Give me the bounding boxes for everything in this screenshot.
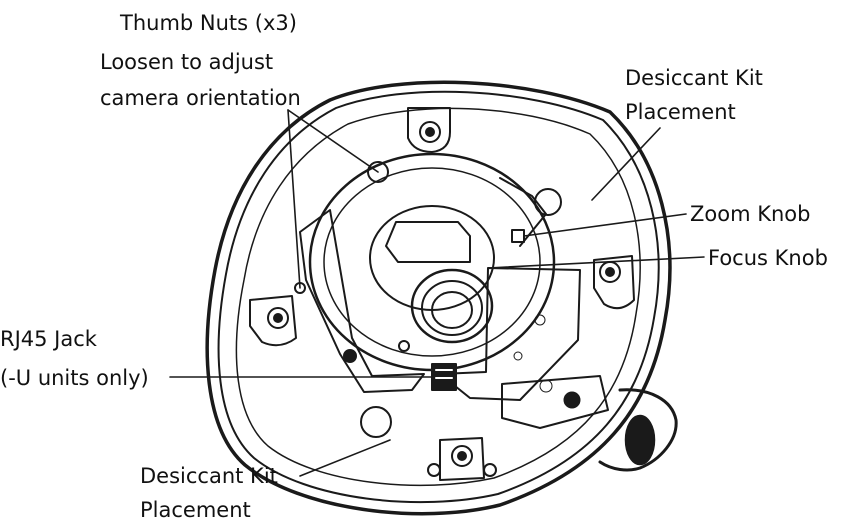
thumb-nut-bottom — [343, 340, 410, 363]
swivel-ring-inner — [323, 167, 541, 357]
thumb-nuts-instruction-line2: camera orientation — [100, 86, 301, 110]
leader-desiccant-top — [591, 127, 661, 201]
desiccant-bottom-label-line2: Placement — [140, 498, 251, 522]
lens-barrel-outer — [410, 268, 494, 344]
mount-boss-left — [249, 295, 297, 347]
lens-barrel-mid — [421, 280, 483, 336]
leader-focus-knob — [487, 256, 705, 269]
housing-side-hole — [624, 414, 656, 466]
zoom-knob-label: Zoom Knob — [690, 202, 811, 226]
bracket-left-arm — [299, 209, 425, 393]
desiccant-top-label-line1: Desiccant Kit — [625, 66, 763, 90]
zoom-knob-tab — [511, 229, 525, 243]
mount-boss-bottom — [427, 437, 497, 481]
leader-thumb-nut-2 — [287, 109, 379, 173]
desiccant-top-label-line2: Placement — [625, 100, 736, 124]
leader-lines — [169, 109, 705, 477]
leader-zoom-knob — [523, 213, 687, 237]
bracket-right-arm — [499, 177, 547, 247]
rj45-jack — [431, 363, 457, 391]
housing-outer-rim — [205, 80, 672, 516]
lens-carrier-plate — [439, 267, 581, 401]
housing-inner-rim — [217, 90, 660, 504]
housing-side-boss — [598, 388, 678, 472]
mount-boss-top — [407, 107, 451, 153]
lower-bracket — [501, 375, 609, 429]
lens-glass — [431, 291, 473, 329]
focus-knob-label: Focus Knob — [708, 246, 828, 270]
desiccant-hole-bottom — [360, 406, 392, 438]
rj45-jack-label: RJ45 Jack — [0, 327, 97, 351]
camera-block — [385, 221, 471, 263]
thumb-nuts-instruction-line1: Loosen to adjust — [100, 50, 274, 74]
thumb-nut-top — [367, 161, 389, 183]
desiccant-bottom-label-line1: Desiccant Kit — [140, 464, 278, 488]
leader-thumb-nut-1 — [287, 109, 301, 289]
rj45-jack-note: (-U units only) — [0, 366, 149, 390]
thumb-nuts-label: Thumb Nuts (x3) — [120, 11, 297, 35]
leader-desiccant-bottom — [299, 439, 391, 477]
mount-boss-right — [593, 255, 635, 310]
housing-wall-edge — [235, 107, 641, 487]
